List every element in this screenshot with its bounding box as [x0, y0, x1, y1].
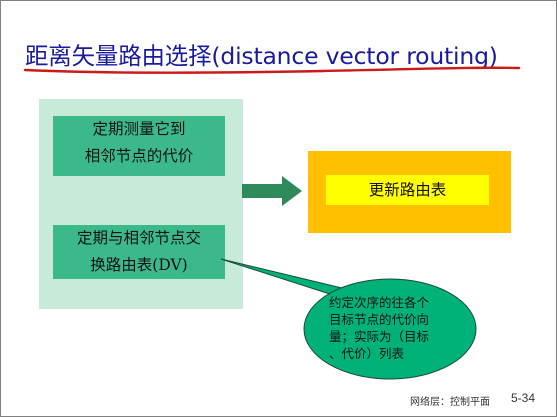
callout-line4: 、代价）列表 — [329, 346, 405, 361]
footer-section-label: 网络层：控制平面 — [410, 397, 490, 408]
update-table-box: 更新路由表 — [326, 175, 489, 205]
exchange-table-box: 定期与相邻节点交 换路由表(DV) — [53, 225, 225, 279]
callout-shape — [220, 258, 348, 297]
exchange-table-line2: 换路由表(DV) — [90, 256, 188, 274]
callout-line3: 量；实际为（目标 — [329, 329, 430, 344]
right-arrow-shape — [242, 176, 302, 206]
measure-cost-line1: 定期测量它到 — [92, 120, 186, 138]
exchange-table-line1: 定期与相邻节点交 — [76, 229, 201, 247]
callout-seam-cover — [327, 288, 355, 307]
callout-ellipse — [303, 278, 477, 380]
callout-text: 约定次序的往各个 目标节点的代价向 量；实际为（目标 、代价）列表 — [329, 294, 451, 362]
title-underline-stroke — [23, 66, 521, 74]
right-arrow-icon — [242, 176, 302, 206]
callout-line1: 约定次序的往各个 — [329, 295, 430, 310]
slide-title: 距离矢量路由选择(distance vector routing) — [25, 42, 498, 70]
callout-line2: 目标节点的代价向 — [329, 312, 430, 327]
page-number: 5-34 — [511, 391, 536, 405]
title-underline — [23, 66, 521, 74]
measure-cost-box: 定期测量它到 相邻节点的代价 — [53, 116, 225, 176]
measure-cost-line2: 相邻节点的代价 — [84, 147, 194, 165]
